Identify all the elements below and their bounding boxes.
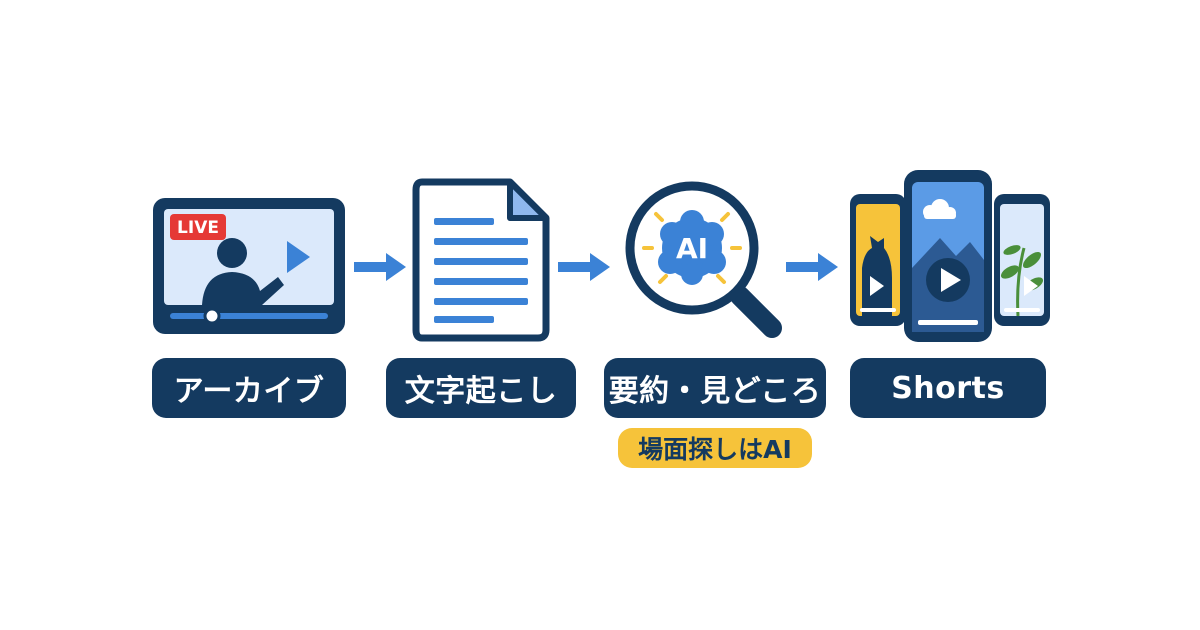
step-label-transcript: 文字起こし [386, 358, 576, 418]
ai-chip-text: AI [676, 232, 708, 265]
text-lines [434, 218, 528, 323]
ai-scene-search-badge: 場面探しはAI [618, 428, 812, 468]
progress-bar [170, 307, 328, 325]
svg-text:LIVE: LIVE [177, 218, 219, 238]
arrow-right-icon [786, 253, 838, 281]
arrow-right-icon [558, 253, 610, 281]
live-badge: LIVE [170, 214, 226, 240]
spark-lines-icon [642, 212, 742, 284]
brain-icon [658, 210, 726, 285]
phone-landscape-icon [904, 170, 992, 342]
phone-cat-icon [850, 194, 906, 326]
step-label-shorts: Shorts [850, 358, 1046, 418]
ai-magnifier-icon: AI [625, 181, 782, 338]
video-archive-icon: LIVE [153, 198, 345, 334]
presenter-icon [202, 238, 284, 305]
cloud-icon [923, 199, 956, 219]
play-triangle-icon [287, 241, 310, 273]
step-label-summary: 要約・見どころ [604, 358, 826, 418]
step-label-archive: アーカイブ [152, 358, 346, 418]
phone-plant-icon [994, 194, 1050, 326]
arrow-right-icon [354, 253, 406, 281]
shorts-phones-icon [850, 170, 1050, 342]
document-icon [412, 178, 550, 342]
